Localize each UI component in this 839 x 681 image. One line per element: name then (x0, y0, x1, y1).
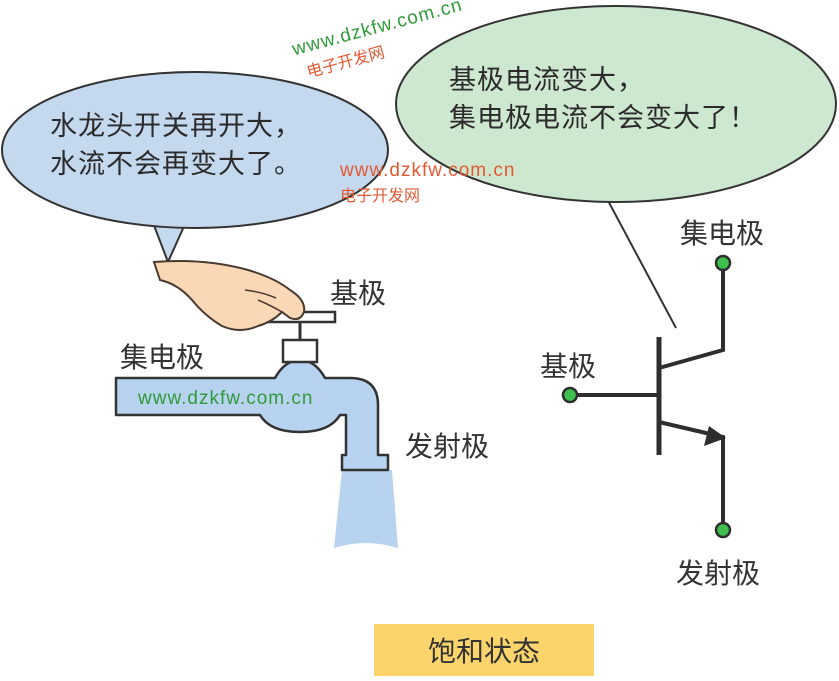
base-terminal (561, 386, 579, 404)
transistor-emitter-label: 发射极 (676, 557, 761, 590)
left-speech-bubble (1, 71, 389, 265)
watermark-3-url: www.dzkfw.com.cn (138, 388, 314, 409)
left-bubble-line2: 水流不会再变大了。 (50, 149, 302, 180)
left-bubble-text: 水龙头开关再开大， 水流不会再变大了。 (50, 108, 302, 184)
watermark-2: www.dzkfw.com.cn 电子开发网 (340, 160, 515, 206)
right-speech-bubble (395, 5, 837, 329)
caption-text: 饱和状态 (427, 635, 540, 668)
hand-illustration (152, 260, 306, 331)
emitter-terminal (714, 521, 732, 539)
faucet-collector-label: 集电极 (120, 341, 205, 374)
right-bubble-text: 基极电流变大， 集电极电流不会变大了！ (449, 62, 757, 138)
emitter-arrow-icon (704, 426, 726, 446)
faucet-pipe (114, 358, 390, 472)
faucet-emitter-label: 发射极 (405, 430, 490, 463)
watermark-3: www.dzkfw.com.cn (138, 388, 313, 410)
right-bubble-line2: 集电极电流不会变大了！ (449, 103, 757, 134)
water-stream (334, 470, 398, 548)
watermark-2-cn: 电子开发网 (340, 186, 421, 205)
transistor-collector-label: 集电极 (680, 217, 765, 250)
watermark-2-url: www.dzkfw.com.cn (340, 160, 516, 181)
right-bubble-line1: 基极电流变大， (449, 65, 645, 96)
faucet-base-label: 基极 (330, 277, 387, 310)
faucet-valve (263, 310, 337, 364)
caption-box: 饱和状态 (374, 624, 594, 676)
collector-terminal (714, 254, 732, 272)
transistor-base-label: 基极 (540, 350, 597, 383)
transistor-symbol (561, 254, 732, 539)
left-bubble-line1: 水龙头开关再开大， (50, 111, 302, 142)
